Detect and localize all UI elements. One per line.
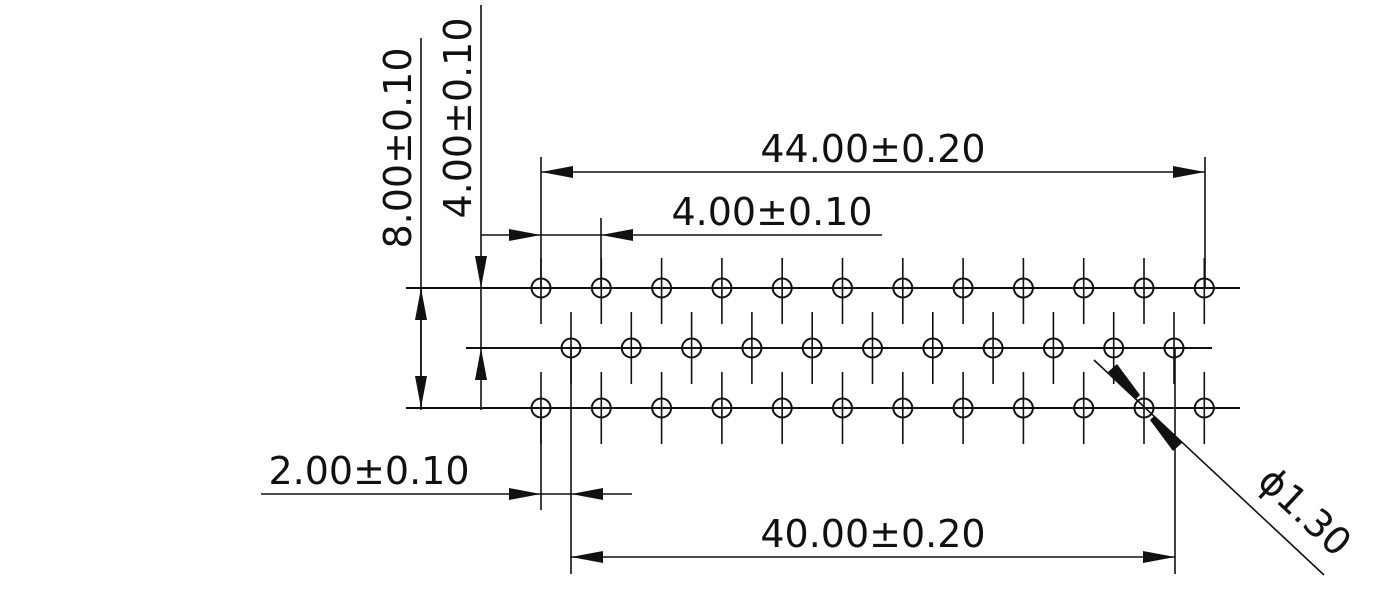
dim-2-text: 2.00±0.10 [268, 449, 469, 493]
dim-2-arrow-right [571, 488, 603, 500]
dim-diameter-leader [1093, 359, 1325, 576]
hole-grid [530, 258, 1215, 444]
dim-4-pitch-arrow-right [601, 229, 633, 241]
dim-40-arrow-right [1143, 551, 1175, 563]
dim-44-arrow-right [1173, 166, 1205, 178]
dim-4-pitch-text: 4.00±0.10 [671, 190, 872, 234]
dim-vert-8-text: 8.00±0.10 [376, 47, 420, 248]
dim-diameter-arrow-inner [1150, 416, 1182, 451]
dim-vert-4-arrow-down [475, 256, 487, 288]
dim-40-arrow-left [571, 551, 603, 563]
dim-vert-4-arrow-up [475, 348, 487, 380]
dim-vert-8-arrow-down [415, 376, 427, 408]
dim-40-text: 40.00±0.20 [760, 512, 985, 556]
dimension-lines [261, 166, 1325, 576]
dim-2-arrow-left [509, 488, 541, 500]
row-centerlines [406, 287, 1240, 409]
dim-44-text: 44.00±0.20 [760, 127, 985, 171]
dim-44-arrow-left [541, 166, 573, 178]
dim-diameter-text: ϕ1.30 [1250, 458, 1360, 565]
dim-vert-4-text: 4.00±0.10 [436, 17, 480, 218]
dim-diameter-arrow-outer [1108, 364, 1140, 399]
extension-lines [420, 5, 1206, 574]
dim-4-pitch-arrow-left [509, 229, 541, 241]
dim-vert-8-arrow-up [415, 288, 427, 320]
